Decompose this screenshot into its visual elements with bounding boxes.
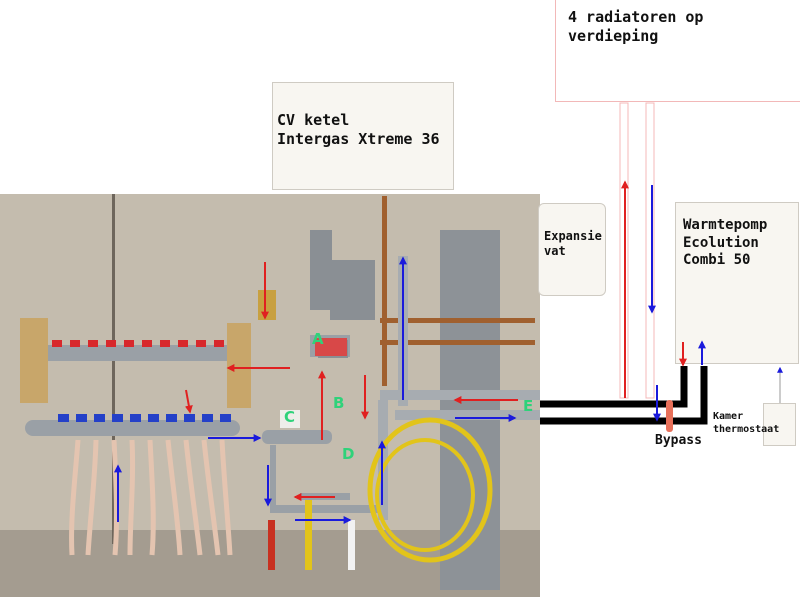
photo-illustration [0, 194, 540, 597]
boiler-label: CV ketel Intergas Xtreme 36 [277, 111, 440, 148]
pipe-return-heatpump [540, 366, 708, 425]
marker-e: E [523, 397, 534, 415]
pipe-supply-heatpump [540, 366, 688, 408]
riser-pipes [619, 102, 655, 399]
expansion-vessel-box: Expansie vat [538, 203, 606, 296]
heatpump-label: Warmtepomp Ecolution Combi 50 [683, 217, 768, 268]
bypass-label: Bypass [655, 433, 702, 448]
radiators-label: 4 radiatoren op verdieping [568, 8, 704, 45]
bypass-pipe [666, 400, 673, 432]
marker-b: B [333, 394, 345, 412]
boiler-box: CV ketel Intergas Xtreme 36 [272, 82, 454, 190]
installation-photo: A B C D E [0, 194, 540, 597]
heatpump-box: Warmtepomp Ecolution Combi 50 [675, 202, 799, 364]
marker-d: D [342, 445, 355, 463]
radiators-box: 4 radiatoren op verdieping [555, 0, 800, 102]
marker-a: A [312, 330, 324, 348]
marker-c: C [284, 408, 296, 426]
expansion-vessel-label: Expansie vat [544, 229, 602, 258]
thermostat-box [763, 403, 796, 446]
thermostat-label: Kamer thermostaat [713, 411, 780, 435]
